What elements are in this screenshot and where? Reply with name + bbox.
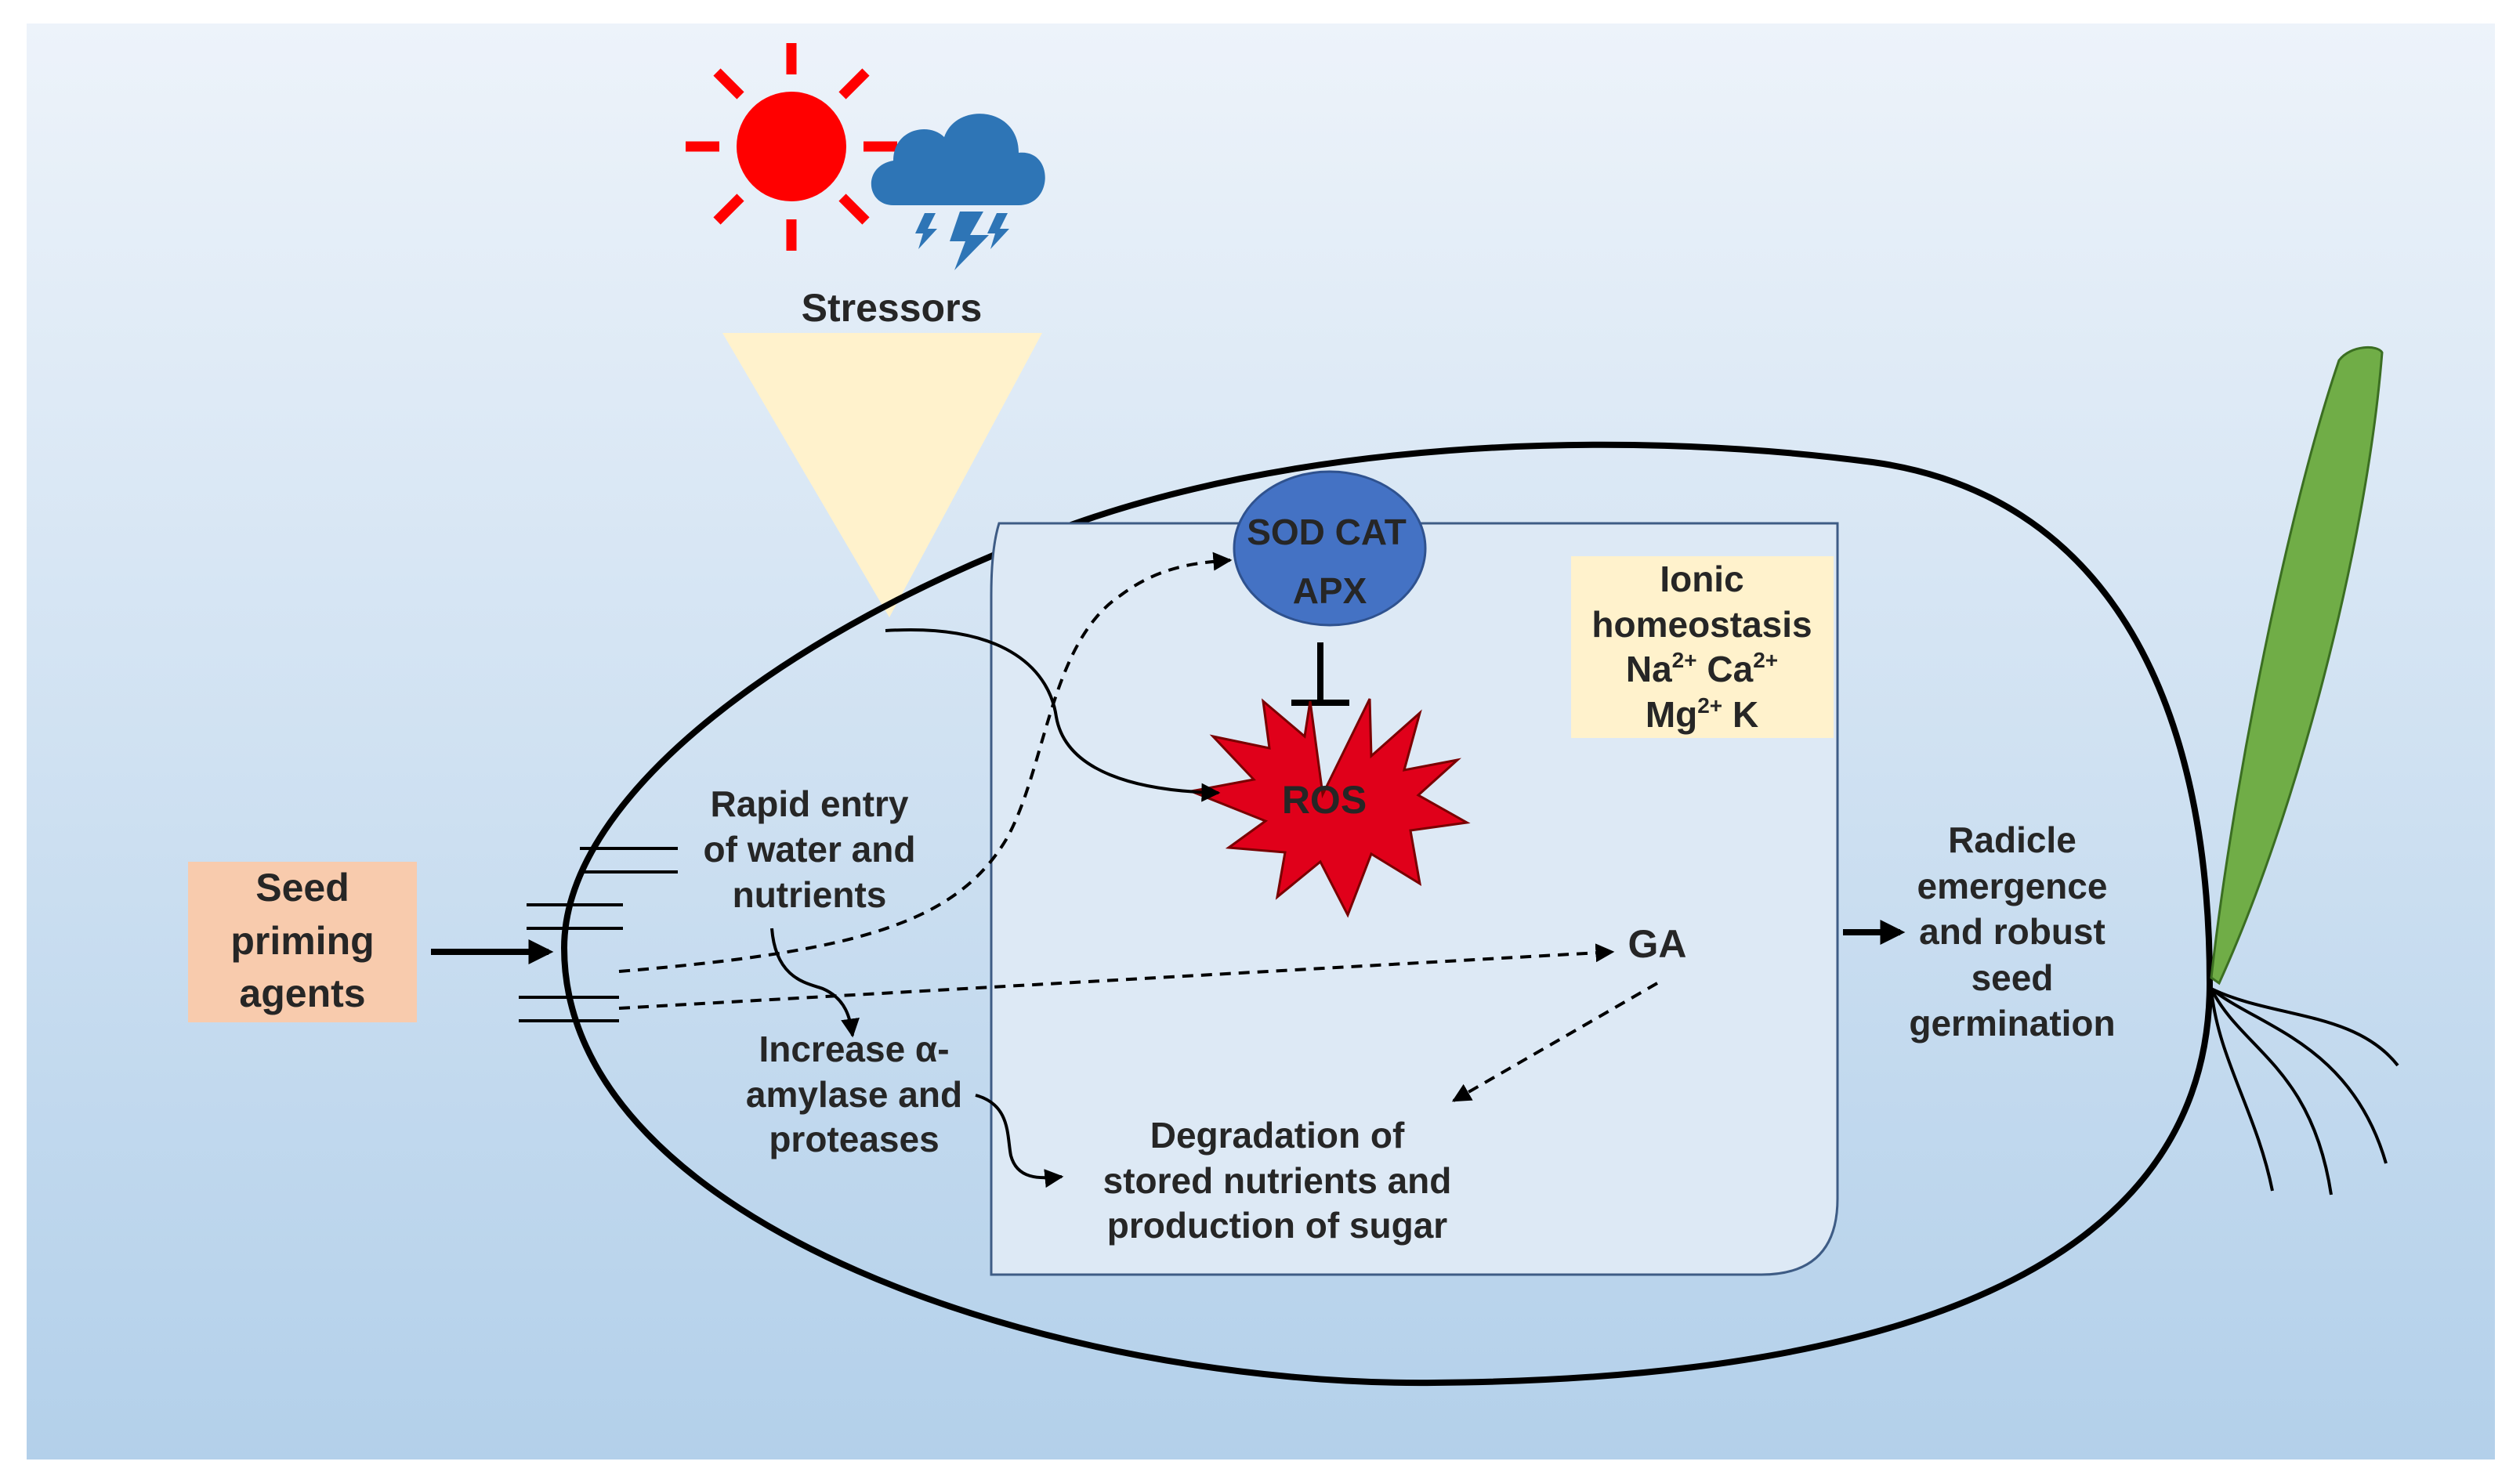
radicle-label-line4: seed (1971, 957, 2054, 998)
priming-label-line2: priming (230, 919, 374, 963)
priming-label-line3: agents (239, 971, 365, 1015)
degradation-label-line1: Degradation of (1150, 1115, 1405, 1156)
ionic-label-line3: Na2+ Ca2+ (1626, 648, 1778, 689)
enzyme-ellipse (1233, 470, 1427, 627)
seed-coat-pores (519, 847, 678, 1022)
seed-priming-box (188, 862, 417, 1022)
entry-to-ga-arrow (618, 943, 1615, 1010)
enzyme-label-line2: APX (1293, 570, 1367, 611)
ion-k: K (1722, 694, 1758, 735)
ion-na: Na (1626, 649, 1672, 689)
amylase-label-line3: proteases (769, 1119, 939, 1159)
storm-cloud-icon (871, 114, 1045, 270)
ionic-label-line1: Ionic (1660, 559, 1743, 599)
ros-star (1186, 698, 1471, 918)
sun-icon (686, 43, 897, 251)
ion-mg: Mg (1646, 694, 1697, 735)
degradation-label-line3: production of sugar (1107, 1205, 1448, 1246)
radicle-label-line3: and robust (1919, 911, 2105, 952)
priming-label-line1: Seed (255, 866, 349, 910)
ion-ca: Ca (1697, 649, 1754, 689)
ionic-label-line2: homeostasis (1591, 604, 1812, 645)
ion-mg-charge: 2+ (1697, 693, 1722, 718)
ion-na-charge: 2+ (1672, 648, 1697, 672)
leaf-icon (2210, 345, 2384, 986)
stress-funnel (722, 333, 1042, 617)
entry-to-amylase-arrow (770, 928, 860, 1038)
radicle-label-line1: Radicle (1948, 819, 2076, 860)
enzyme-label-line1: SOD CAT (1247, 512, 1407, 552)
entry-label-line2: of water and (704, 829, 916, 870)
entry-to-enzyme-arrow (618, 552, 1233, 973)
stress-to-ros-arrow (885, 628, 1221, 802)
amylase-to-degradation-arrow (975, 1094, 1064, 1188)
ga-label: GA (1628, 922, 1687, 966)
ionic-homeostasis-box (1571, 556, 1834, 738)
amylase-label-line2: amylase and (746, 1074, 962, 1115)
stressors-label: Stressors (802, 286, 983, 330)
entry-label-line1: Rapid entry (710, 783, 908, 824)
ros-label: ROS (1282, 778, 1367, 822)
roots-icon (2210, 987, 2399, 1195)
ga-to-degradation-arrow (1451, 982, 1658, 1102)
ionic-label-line4: Mg2+ K (1646, 693, 1758, 735)
degradation-label-line2: stored nutrients and (1103, 1160, 1452, 1201)
ion-ca-charge: 2+ (1753, 648, 1778, 672)
radicle-label-line2: emergence (1917, 866, 2108, 906)
amylase-label-line1: Increase α- (759, 1029, 949, 1069)
radicle-label-line5: germination (1909, 1003, 2115, 1044)
entry-label-line3: nutrients (733, 874, 887, 915)
